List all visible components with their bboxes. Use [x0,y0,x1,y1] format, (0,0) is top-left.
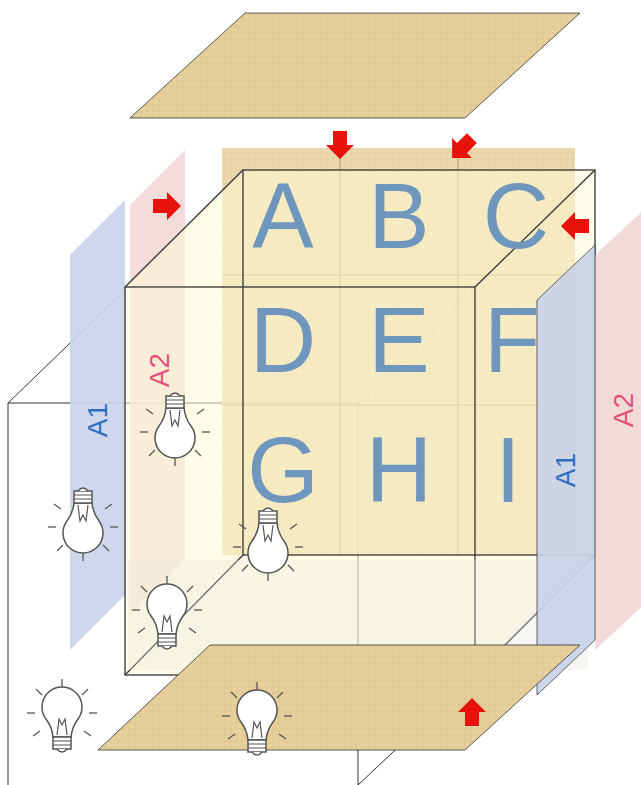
side-panel [537,245,595,695]
grid-cell-letter: D [250,294,316,386]
bottom-panel [98,645,580,750]
panel-label: A2 [146,353,174,387]
side-panel [595,195,641,650]
panel-label: A1 [84,403,112,437]
grid-cell-letter: G [247,424,319,516]
top-panel [130,13,580,118]
grid-cell-letter: H [366,424,432,516]
grid-cell-letter: I [495,424,521,516]
panel-label: A1 [552,453,580,487]
grid-cell-letter: B [368,170,429,262]
cube [125,170,595,675]
grid-cell-letter: A [252,170,313,262]
grid-cell-letter: E [368,294,429,386]
side-panel [70,200,125,650]
grid-cell-letter: C [483,170,549,262]
red-arrow [153,128,589,726]
panel-label: A2 [610,393,638,427]
grid-cell-letter: F [484,294,540,386]
